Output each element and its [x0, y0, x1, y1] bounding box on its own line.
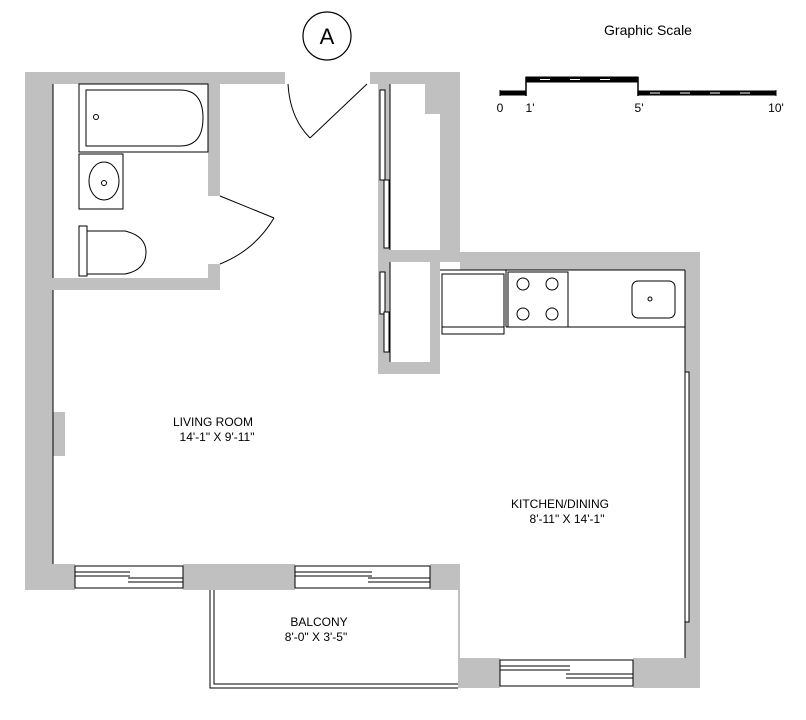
unit-marker: A	[302, 11, 352, 61]
balcony-dims: 8'-0" X 3'-5"	[285, 630, 347, 644]
kitchen-sink	[631, 280, 676, 319]
scale-tick-1: 1'	[526, 101, 535, 115]
scale-tick-0: 0	[497, 101, 504, 115]
window-living-left	[74, 565, 184, 589]
scale-dashes	[540, 79, 750, 94]
balcony-name: BALCONY	[290, 615, 347, 629]
refrigerator	[441, 273, 505, 335]
closet-doors	[379, 89, 390, 353]
room-label-kitchen: KITCHEN/DINING 8'-11" X 14'-1"	[511, 497, 609, 526]
scale-tick-10: 10'	[768, 101, 784, 115]
balcony-railing	[209, 590, 458, 689]
bathroom-door	[219, 195, 275, 265]
toilet	[78, 225, 147, 277]
stove	[507, 271, 569, 328]
window-kitchen	[499, 659, 634, 687]
scale-tick-5: 5'	[635, 101, 644, 115]
kitchen-name: KITCHEN/DINING	[511, 497, 609, 511]
entry-door	[287, 83, 368, 139]
kitchen-dims: 8'-11" X 14'-1"	[530, 512, 605, 526]
unit-marker-label: A	[320, 24, 335, 49]
graphic-scale: Graphic Scale 0 1' 5' 10'	[497, 22, 784, 115]
living-room-name: LIVING ROOM	[173, 415, 253, 429]
window-kitchen-right	[684, 371, 690, 623]
bathtub	[78, 83, 209, 153]
scale-bar	[499, 76, 777, 96]
walls	[25, 72, 700, 688]
bathroom-sink	[78, 153, 124, 210]
living-room-dims: 14'-1" X 9'-11"	[180, 430, 255, 444]
window-living-right	[294, 565, 431, 589]
room-label-balcony: BALCONY 8'-0" X 3'-5"	[285, 615, 348, 644]
graphic-scale-title: Graphic Scale	[604, 22, 692, 38]
room-label-living: LIVING ROOM 14'-1" X 9'-11"	[173, 415, 254, 444]
